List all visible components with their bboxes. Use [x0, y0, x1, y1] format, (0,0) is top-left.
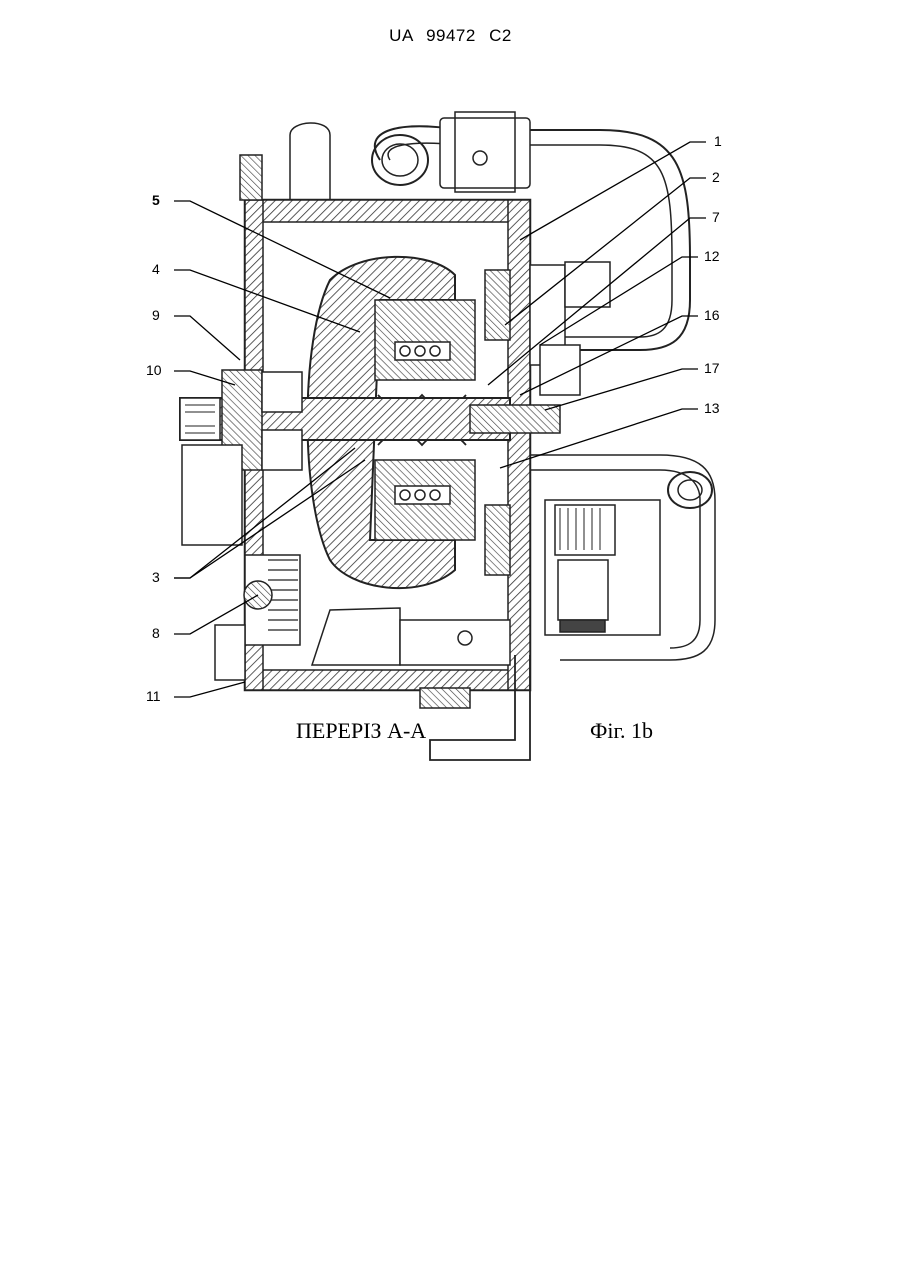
callout-12: 12	[704, 248, 720, 264]
callout-4: 4	[152, 261, 160, 277]
callout-7: 7	[712, 209, 720, 225]
callout-13: 13	[704, 400, 720, 416]
callout-8: 8	[152, 625, 160, 641]
cross-section-drawing	[0, 0, 901, 800]
callout-17: 17	[704, 360, 720, 376]
callout-3: 3	[152, 569, 160, 585]
callout-10: 10	[146, 362, 162, 378]
callout-9: 9	[152, 307, 160, 323]
section-caption: ПЕРЕРІЗ А-А	[296, 718, 426, 744]
callout-1: 1	[714, 133, 722, 149]
callout-16: 16	[704, 307, 720, 323]
callout-5: 5	[152, 192, 160, 208]
callout-11: 11	[146, 688, 161, 704]
callout-2: 2	[712, 169, 720, 185]
figure-caption: Фіг. 1b	[590, 718, 653, 744]
